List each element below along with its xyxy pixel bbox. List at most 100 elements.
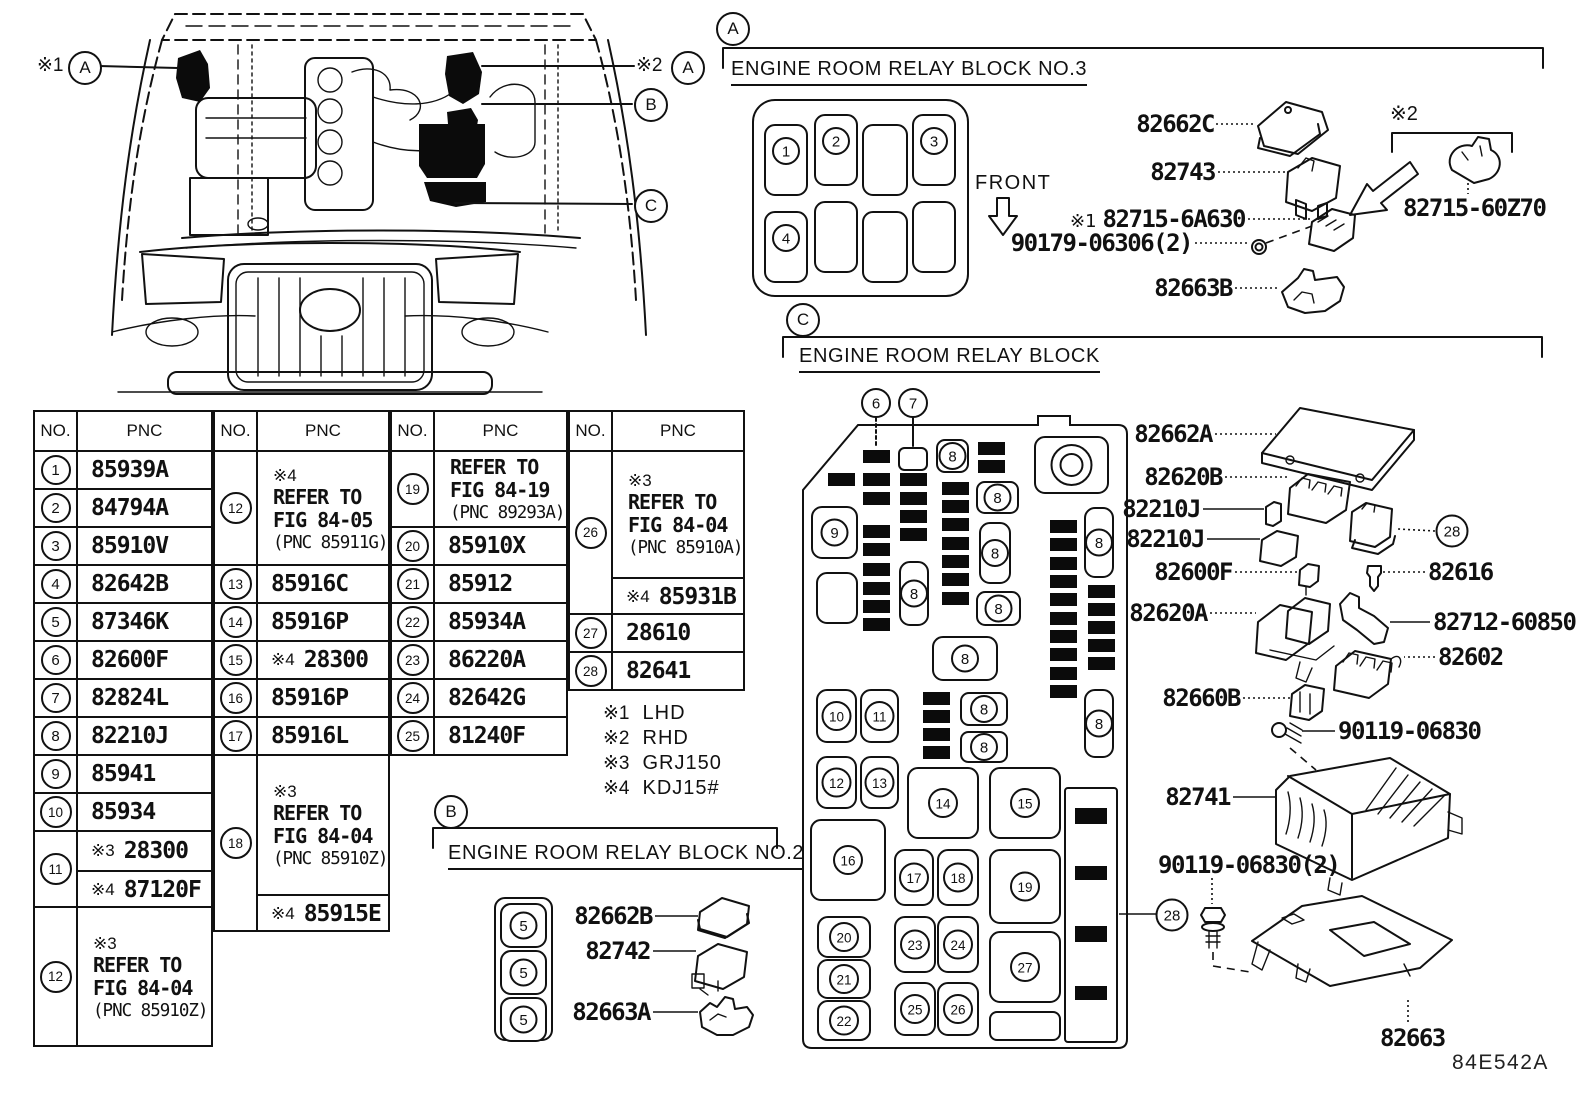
part-28-relay-drawing <box>1349 502 1396 555</box>
row-number-16: 16 <box>219 682 252 714</box>
row-number-11: 11 <box>39 853 72 885</box>
figure-code: 84E542A <box>1452 1051 1549 1074</box>
slot-blank <box>862 211 908 283</box>
slot-8: 8 <box>976 591 1021 626</box>
fuse-bar <box>1075 808 1107 824</box>
slot-22: 22 <box>817 1000 871 1041</box>
part-82210j-small-drawing <box>1265 501 1282 527</box>
part-90119-06830-2-screw-drawing <box>1200 907 1226 949</box>
row-number-8: 8 <box>40 721 71 751</box>
svg-text:21: 21 <box>836 973 851 988</box>
fuse-bar <box>1088 621 1115 634</box>
row-number-21: 21 <box>396 568 429 600</box>
fuse-bar <box>1050 648 1077 661</box>
leader-lines <box>653 123 1469 1023</box>
fuse-bar <box>942 518 969 531</box>
pnc-value: 28300 <box>303 647 369 673</box>
slot-21: 21 <box>817 959 871 999</box>
c-part-label-82662a: 82662A <box>1134 420 1213 448</box>
variant-note: ※2 <box>1390 103 1418 125</box>
row-number-4: 4 <box>40 569 71 599</box>
fuse-bar <box>863 492 890 505</box>
table-header-row: NO.PNC <box>215 412 388 450</box>
svg-text:1: 1 <box>782 144 790 161</box>
table-header-row: NO.PNC <box>35 412 211 450</box>
svg-text:5: 5 <box>519 918 527 935</box>
svg-text:6: 6 <box>872 396 880 413</box>
relay-block-a2-blob <box>445 52 482 104</box>
pnc-value: 82824L <box>91 685 169 711</box>
svg-text:24: 24 <box>950 938 966 953</box>
slot-7: 7 <box>898 388 928 418</box>
pnc-value: 86220A <box>448 647 526 673</box>
row-number-13: 13 <box>219 568 252 600</box>
fuse-bar <box>863 563 890 576</box>
fuse-bar <box>1088 639 1115 652</box>
slot-5: 5 <box>500 950 547 995</box>
car-note-1: ※1 <box>37 55 64 76</box>
svg-text:10: 10 <box>829 710 844 725</box>
table-header-row: NO.PNC <box>392 412 566 450</box>
fuse-bar <box>942 482 969 495</box>
part-82715-60z70-drawing <box>1448 136 1501 184</box>
slot-16: 16 <box>810 819 886 901</box>
part-82660b-drawing <box>1289 684 1325 721</box>
fuse-bar <box>863 473 890 486</box>
slot-blank <box>989 1011 1061 1041</box>
svg-text:28: 28 <box>1164 908 1181 925</box>
fuse-bar <box>900 492 927 505</box>
relay-block-c-blob <box>424 182 486 207</box>
slot-blank <box>898 447 928 471</box>
slot-19: 19 <box>989 849 1061 924</box>
row-number-14: 14 <box>219 606 252 638</box>
slot-O <box>1034 436 1109 494</box>
svg-text:16: 16 <box>840 854 855 869</box>
part-82741-drawing <box>1275 757 1463 896</box>
row-number-12: 12 <box>219 492 252 524</box>
svg-text:18: 18 <box>950 871 965 886</box>
svg-text:26: 26 <box>950 1003 965 1018</box>
front-label: FRONT <box>975 172 1052 194</box>
callout-28-right: 28 <box>1435 514 1469 548</box>
fuse-bar <box>1050 685 1077 698</box>
row-number-9: 9 <box>40 759 71 789</box>
c-part-label-82712-60850: 82712-60850 <box>1433 608 1577 636</box>
row-number-3: 3 <box>40 531 71 561</box>
row-number-26: 26 <box>574 516 607 549</box>
fuse-bar <box>1050 538 1077 551</box>
fuse-bar <box>863 618 890 631</box>
svg-text:17: 17 <box>906 871 921 886</box>
car-callout-b: B <box>634 88 668 122</box>
svg-text:8: 8 <box>1095 716 1103 733</box>
pnc-value: 82641 <box>626 658 691 684</box>
fuse-bar <box>863 543 890 556</box>
pnc-value: 85939A <box>91 457 169 483</box>
slot-blank <box>912 201 956 273</box>
row-number-23: 23 <box>396 644 429 676</box>
a-part-label-90179-06306(2): 90179-06306(2) <box>1010 229 1194 257</box>
slot-8: 8 <box>979 522 1011 584</box>
slot-blank <box>862 124 908 196</box>
no-header: NO. <box>35 412 78 450</box>
part-82620b-drawing <box>1287 473 1351 524</box>
slot-8: 8 <box>1084 507 1114 578</box>
